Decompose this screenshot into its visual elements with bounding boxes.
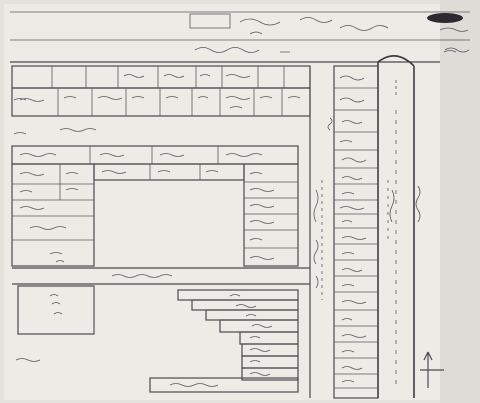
lower-stepped-plots: [177, 289, 299, 381]
left-margin-notes: [13, 98, 41, 362]
middle-vertical-lane: [309, 66, 323, 398]
inner-right-stack: [243, 163, 299, 267]
bottom-plot: [149, 377, 299, 393]
north-arrow-icon: [420, 351, 444, 388]
header-strip: [10, 11, 470, 41]
left-plot-column: [11, 163, 95, 267]
top-road: [10, 47, 470, 63]
lower-left-plot: [17, 285, 95, 335]
right-margin-notes: [415, 50, 457, 223]
paper-sheet: [4, 4, 472, 400]
horizontal-lane-lower: [12, 267, 310, 285]
top-plot-row: [11, 65, 311, 117]
right-plot-column: [327, 65, 379, 399]
redaction-mark: [427, 13, 463, 23]
paper-shadow: [440, 0, 480, 403]
horizontal-lane-upper: [59, 128, 97, 132]
